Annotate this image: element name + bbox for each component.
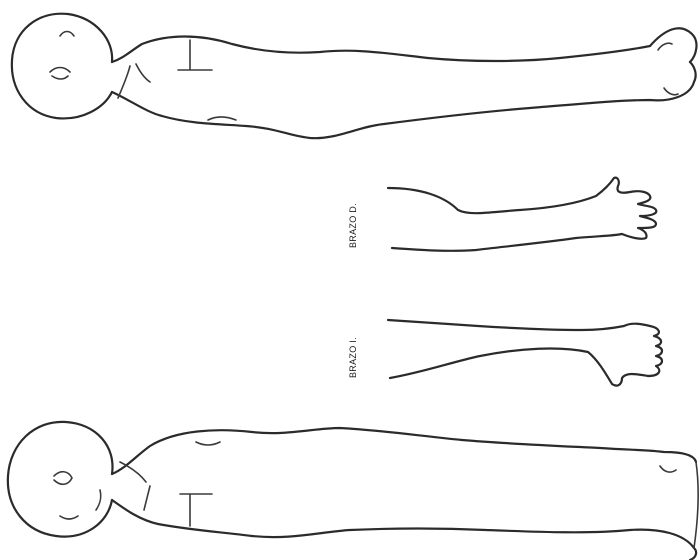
arm-right-upper-outline bbox=[388, 178, 656, 239]
figure-bottom-upper-outline bbox=[112, 428, 696, 474]
figure-bottom-lower-outline bbox=[112, 500, 696, 560]
figure-bottom-head bbox=[8, 422, 113, 537]
figure-bottom bbox=[8, 422, 698, 560]
figure-top-hair bbox=[60, 32, 74, 37]
figure-top-foot bbox=[658, 43, 678, 95]
figure-bottom-ear bbox=[54, 472, 72, 485]
label-left-arm: BRAZO I. bbox=[348, 337, 358, 378]
arm-right-lower-outline bbox=[392, 234, 622, 251]
figure-bottom-waist-mark bbox=[196, 442, 220, 445]
arm-right bbox=[388, 178, 656, 251]
arm-left-upper-outline bbox=[388, 320, 662, 376]
figure-top-waist-mark bbox=[208, 117, 236, 120]
figure-bottom-collar bbox=[120, 462, 150, 510]
figure-bottom-foot bbox=[660, 462, 698, 548]
figure-top-scapula bbox=[118, 64, 150, 98]
figure-top bbox=[12, 14, 697, 139]
figure-top-ear bbox=[50, 68, 70, 80]
figure-bottom-face bbox=[60, 490, 101, 519]
figure-top-back-mark bbox=[178, 40, 212, 70]
arm-left bbox=[388, 320, 662, 386]
arm-left-lower-outline bbox=[390, 349, 648, 386]
figure-top-upper-outline bbox=[112, 28, 696, 62]
figure-top-lower-outline bbox=[112, 62, 696, 138]
label-right-arm: BRAZO D. bbox=[348, 203, 358, 248]
figure-bottom-chest-mark bbox=[180, 494, 212, 526]
figure-top-head bbox=[12, 14, 112, 119]
